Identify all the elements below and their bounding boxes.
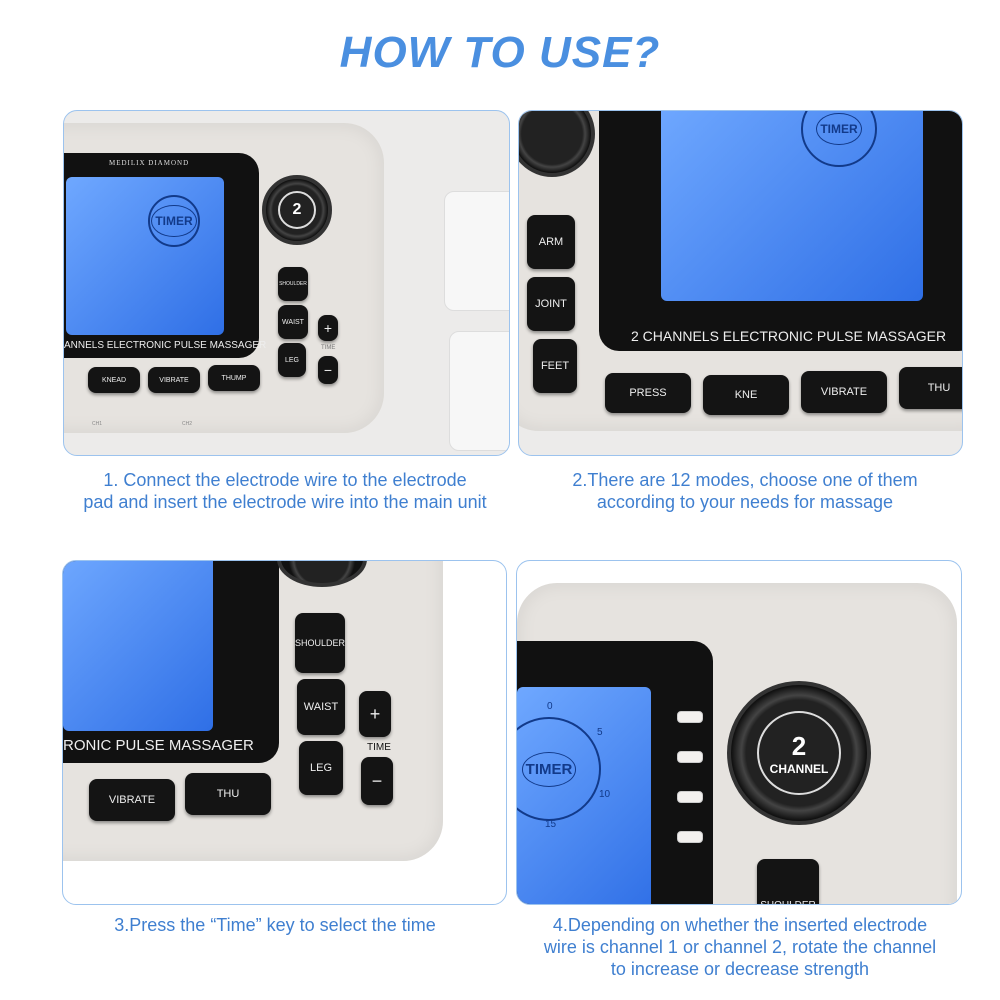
device-label: ANNELS ELECTRONIC PULSE MASSAGER xyxy=(64,340,267,351)
lcd-screen xyxy=(63,561,213,731)
lcd-screen: TIMER xyxy=(66,177,224,335)
time-minus-button[interactable]: − xyxy=(318,356,338,384)
caption-line: according to your needs for massage xyxy=(596,492,894,512)
vent-slot xyxy=(677,831,703,843)
step-2-image: TIMER 2 CHANNELS ELECTRONIC PULSE MASSAG… xyxy=(518,110,963,456)
ch2-label: CH2 xyxy=(182,421,193,427)
caption-line: 4.Depending on whether the inserted elec… xyxy=(552,915,928,935)
caption-line: 3.Press the “Time” key to select the tim… xyxy=(114,915,436,935)
vent-slot xyxy=(677,751,703,763)
joint-button[interactable]: JOINT xyxy=(527,277,575,331)
page-title: HOW TO USE? xyxy=(339,28,661,77)
thump-button[interactable]: THUMP xyxy=(208,365,260,391)
step-3-caption: 3.Press the “Time” key to select the tim… xyxy=(30,914,520,936)
step-4-caption: 4.Depending on whether the inserted elec… xyxy=(495,914,985,980)
caption-line: 2.There are 12 modes, choose one of them xyxy=(572,470,918,490)
time-minus-button[interactable]: − xyxy=(361,757,393,805)
caption-line: wire is channel 1 or channel 2, rotate t… xyxy=(543,937,937,957)
time-label: TIME xyxy=(367,742,391,753)
timer-tick: 0 xyxy=(547,701,553,712)
caption-line: 1. Connect the electrode wire to the ele… xyxy=(103,470,467,490)
waist-button[interactable]: WAIST xyxy=(278,305,308,339)
brand-label: MEDILIX DIAMOND xyxy=(109,159,190,167)
step-2-caption: 2.There are 12 modes, choose one of them… xyxy=(500,469,990,513)
ch1-label: CH1 xyxy=(92,421,103,427)
time-plus-button[interactable]: + xyxy=(359,691,391,737)
shoulder-button[interactable]: SHOULDER xyxy=(757,859,819,904)
waist-button[interactable]: WAIST xyxy=(297,679,345,735)
vent-slot xyxy=(677,791,703,803)
timer-tick: 15 xyxy=(545,819,557,830)
vent-slot xyxy=(677,711,703,723)
vibrate-button[interactable]: VIBRATE xyxy=(801,371,887,413)
leg-button[interactable]: LEG xyxy=(278,343,306,377)
lcd-screen: TIMER 0 5 10 15 xyxy=(517,687,651,904)
device-label: 2 CHANNELS ELECTRONIC PULSE MASSAGER xyxy=(631,328,947,344)
feet-button[interactable]: FEET xyxy=(533,339,577,393)
lcd-screen: TIMER xyxy=(661,111,923,301)
electrode-pad xyxy=(449,331,509,451)
vibrate-button[interactable]: VIBRATE xyxy=(148,367,200,393)
timer-dial: TIMER xyxy=(517,717,601,821)
timer-dial: TIMER xyxy=(148,195,200,247)
channel-knob[interactable]: 2 xyxy=(262,175,332,245)
vibrate-button[interactable]: VIBRATE xyxy=(89,779,175,821)
timer-tick: 5 xyxy=(597,727,603,738)
step-3-image: RONIC PULSE MASSAGER SHOULDER WAIST LEG … xyxy=(62,560,507,905)
shoulder-button[interactable]: SHOULDER xyxy=(295,613,345,673)
time-plus-button[interactable]: + xyxy=(318,315,338,341)
arm-button[interactable]: ARM xyxy=(527,215,575,269)
device-label: RONIC PULSE MASSAGER xyxy=(63,737,254,754)
press-button[interactable]: PRESS xyxy=(605,373,691,413)
thump-button[interactable]: THU xyxy=(185,773,271,815)
caption-line: to increase or decrease strength xyxy=(610,959,870,979)
timer-dial: TIMER xyxy=(801,111,877,167)
shoulder-button[interactable]: SHOULDER xyxy=(278,267,308,301)
electrode-pad xyxy=(444,191,509,311)
kne-button[interactable]: KNE xyxy=(703,375,789,415)
thump-button[interactable]: THU xyxy=(899,367,962,409)
step-1-image: MEDILIX DIAMOND TIMER ANNELS ELECTRONIC … xyxy=(63,110,510,456)
leg-button[interactable]: LEG xyxy=(299,741,343,795)
step-1-caption: 1. Connect the electrode wire to the ele… xyxy=(30,469,540,513)
caption-line: pad and insert the electrode wire into t… xyxy=(83,492,487,512)
time-label: TIME xyxy=(321,345,336,351)
timer-tick: 10 xyxy=(599,789,611,800)
knead-button[interactable]: KNEAD xyxy=(88,367,140,393)
